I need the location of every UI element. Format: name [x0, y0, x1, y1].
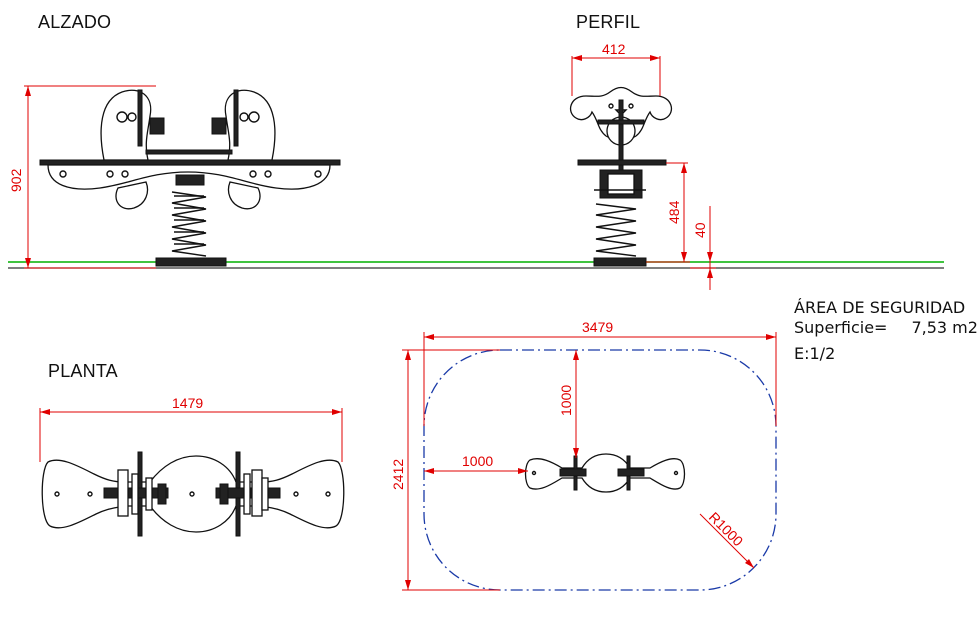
profile-view	[569, 55, 716, 290]
left-seat-head	[100, 89, 152, 161]
ground-line	[8, 261, 944, 269]
elevation-seat-plate	[39, 159, 341, 166]
dim-area-length	[423, 332, 777, 426]
dim-area-radius	[699, 513, 755, 569]
elevation-body	[47, 164, 331, 190]
profile-seat-plate	[577, 159, 667, 166]
dim-profile-width	[571, 55, 661, 96]
plan-view	[39, 408, 345, 537]
plan-right-seat	[215, 451, 281, 537]
elevation-spring	[171, 174, 207, 257]
dim-profile-ground-offset	[690, 206, 716, 290]
dim-text-profile-seat-height: 484	[666, 200, 682, 224]
safety-area-surface: Superficie= 7,53 m2	[794, 318, 978, 338]
dim-plan-length	[39, 408, 343, 462]
profile-title: PERFIL	[576, 12, 641, 32]
surface-value: 7,53 m2	[911, 318, 978, 337]
dim-area-inner-horizontal	[424, 468, 528, 474]
dim-text-area-width: 2412	[390, 459, 406, 490]
dim-text-plan-length: 1479	[172, 395, 203, 411]
elevation-title: ALZADO	[38, 12, 112, 32]
dim-area-inner-vertical	[573, 350, 579, 458]
elevation-base	[155, 257, 227, 267]
right-seat-head	[224, 89, 276, 161]
dim-elevation-height	[24, 85, 156, 269]
dim-text-area-radius: R1000	[706, 509, 747, 550]
plan-title: PLANTA	[48, 361, 118, 381]
safety-area-title: ÁREA DE SEGURIDAD	[794, 298, 966, 317]
profile-base	[593, 257, 647, 267]
dim-text-profile-width: 412	[602, 41, 626, 57]
dim-text-area-inner-horizontal: 1000	[462, 453, 493, 469]
scale-label: E:1/2	[794, 344, 836, 363]
elevation-view	[24, 85, 341, 269]
safety-area-info: ÁREA DE SEGURIDAD Superficie= 7,53 m2 E:1…	[794, 298, 978, 364]
profile-spring	[594, 169, 646, 257]
plan-left-seat	[103, 451, 169, 537]
safety-area-equipment	[524, 453, 686, 493]
dim-text-area-length: 3479	[582, 319, 613, 335]
dim-text-profile-ground-offset: 40	[692, 222, 708, 238]
dim-area-width	[402, 349, 500, 591]
dim-profile-seat-height	[646, 162, 690, 263]
dim-text-area-inner-vertical: 1000	[558, 385, 574, 416]
dim-text-elevation-height: 902	[8, 168, 24, 192]
plan-body	[41, 455, 345, 533]
safety-area-view	[402, 332, 777, 591]
surface-label: Superficie=	[794, 318, 888, 337]
